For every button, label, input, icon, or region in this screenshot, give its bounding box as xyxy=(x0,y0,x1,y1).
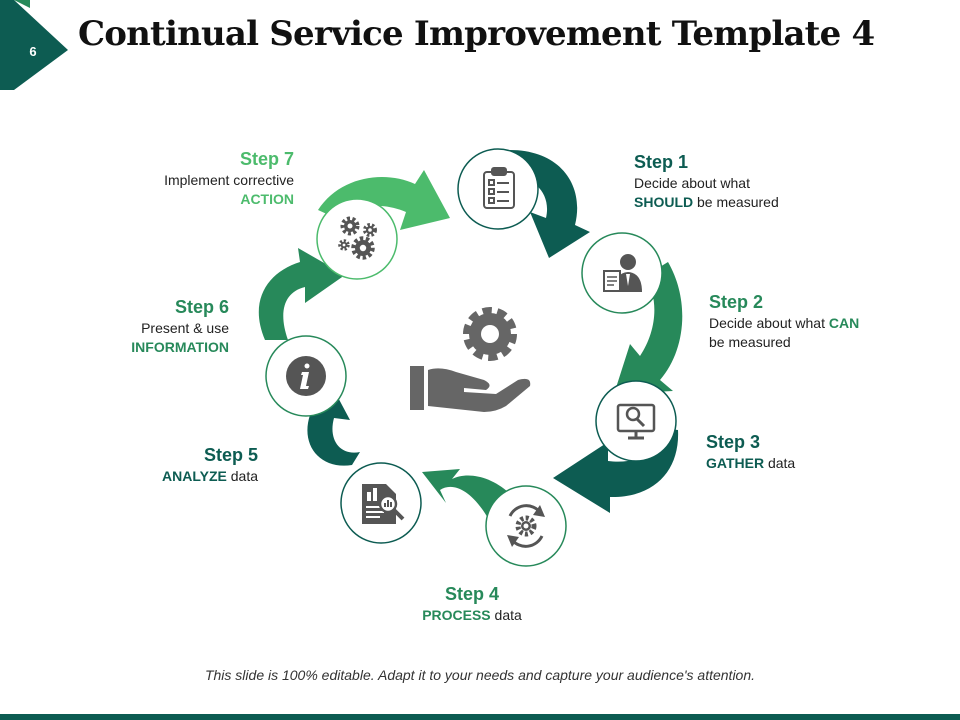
gears-icon xyxy=(338,216,377,260)
step5-keyword: ANALYZE xyxy=(162,468,227,484)
step6-line1: Present & use xyxy=(141,320,229,336)
slide-number: 6 xyxy=(29,44,37,59)
arrow-step3-to-step4 xyxy=(553,428,679,513)
slide-title: Continual Service Improvement Template 4 xyxy=(78,14,875,54)
step1-keyword: SHOULD xyxy=(634,194,694,210)
step1-line2-rest: be measured xyxy=(693,194,779,210)
step7-keyword: ACTION xyxy=(240,191,294,207)
step5-line1: ANALYZE data xyxy=(98,467,258,486)
step3-text: Step 3 GATHER data xyxy=(706,430,795,473)
step3-line1: GATHER data xyxy=(706,454,795,473)
step6-keyword: INFORMATION xyxy=(131,339,229,355)
arrow-step6-to-step7 xyxy=(258,248,345,340)
step2-line1: Decide about what CAN xyxy=(709,314,859,333)
step4-keyword: PROCESS xyxy=(422,607,491,623)
step5-text: Step 5 ANALYZE data xyxy=(98,443,258,486)
step6-text: Step 6 Present & use INFORMATION xyxy=(69,295,229,357)
step5-title: Step 5 xyxy=(203,445,258,465)
step3-circle xyxy=(595,380,677,462)
step3-title: Step 3 xyxy=(706,432,761,452)
hand-holding-gear-icon xyxy=(410,307,531,412)
monitor-search-icon xyxy=(616,403,656,440)
step4-title: Step 4 xyxy=(444,584,500,604)
step2-line1-pre: Decide about what xyxy=(709,315,829,331)
step2-circle xyxy=(581,232,663,314)
step2-text: Step 2 Decide about what CAN be measured xyxy=(709,290,859,352)
clipboard-checklist-icon xyxy=(483,167,515,209)
step2-keyword: CAN xyxy=(828,315,860,331)
step2-title: Step 2 xyxy=(709,292,764,312)
step4-line1: PROCESS data xyxy=(396,606,548,625)
businessman-document-icon xyxy=(603,254,642,292)
step1-text: Step 1 Decide about what SHOULD be measu… xyxy=(634,150,779,212)
step1-title: Step 1 xyxy=(634,152,689,172)
step1-circle xyxy=(457,148,539,230)
step4-text: Step 4 PROCESS data xyxy=(396,582,548,625)
gear-refresh-icon xyxy=(507,504,545,548)
step7-text: Step 7 Implement corrective ACTION xyxy=(114,147,294,209)
step1-line2: SHOULD be measured xyxy=(634,193,779,212)
step3-keyword: GATHER xyxy=(706,455,765,471)
step2-line2: be measured xyxy=(709,334,791,350)
step5-line1-rest: data xyxy=(226,468,258,484)
slide-number-badge xyxy=(0,0,68,90)
arrow-step7-to-step1 xyxy=(318,170,450,230)
footer-note: This slide is 100% editable. Adapt it to… xyxy=(204,667,756,683)
step3-line1-rest: data xyxy=(764,455,796,471)
bottom-bar xyxy=(0,714,960,720)
step7-circle xyxy=(316,198,398,280)
step4-line1-rest: data xyxy=(490,607,522,623)
report-magnifier-icon xyxy=(362,484,405,524)
step6-title: Step 6 xyxy=(174,297,229,317)
info-icon xyxy=(286,356,326,396)
step7-title: Step 7 xyxy=(239,149,294,169)
arrow-step2-to-step3 xyxy=(614,262,683,394)
step7-line1: Implement corrective xyxy=(164,172,294,188)
step1-line1: Decide about what xyxy=(634,175,750,191)
